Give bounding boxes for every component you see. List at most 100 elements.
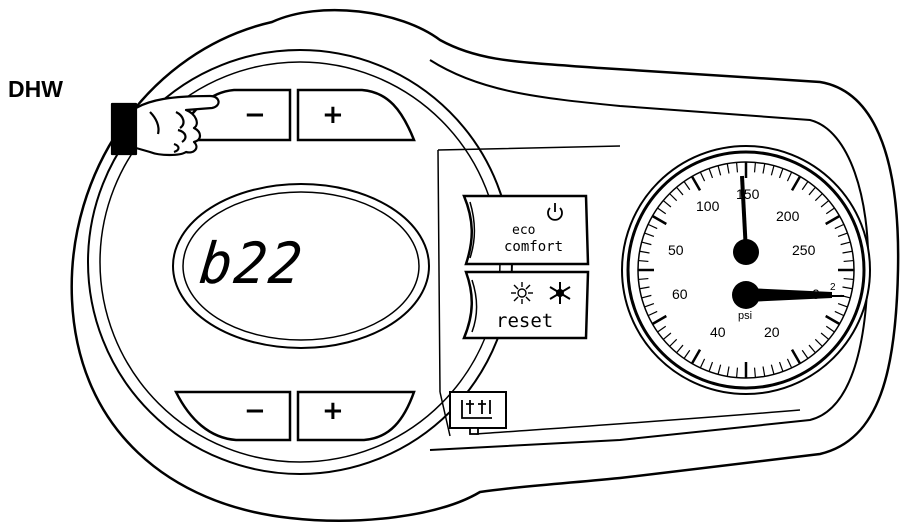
gauge-tick — [837, 302, 848, 308]
reset-button-bevel — [471, 279, 478, 333]
panel-inner-outline — [429, 59, 870, 451]
gauge-tick — [843, 259, 854, 263]
gauge-tick — [690, 175, 702, 191]
panel-lower-groove — [475, 409, 801, 435]
gauge-tick — [770, 165, 775, 176]
gauge-tick — [639, 286, 650, 290]
panel-outline — [70, 8, 900, 522]
lcd-display-outer — [172, 183, 430, 349]
gauge-tick — [641, 294, 652, 299]
gauge-tick — [644, 302, 655, 308]
gauge-tick — [699, 358, 706, 369]
gauge-tick — [820, 200, 830, 208]
gauge-tick — [683, 349, 691, 359]
gauge-tick — [834, 310, 845, 317]
gauge-tick — [786, 358, 793, 369]
dhw-minus-label: − — [244, 100, 266, 130]
eco-comfort-button-bevel — [469, 201, 476, 259]
pointing-hand-icon — [110, 94, 220, 157]
eco-label: eco — [512, 223, 536, 238]
heating-minus-button[interactable] — [173, 390, 292, 442]
gauge-tick — [790, 175, 802, 191]
gauge-tick — [651, 314, 667, 326]
gauge-tick — [825, 325, 835, 333]
gauge-tick — [770, 364, 775, 375]
gauge-tick — [638, 259, 649, 263]
snowflake-icon — [549, 282, 571, 304]
gauge-ticks — [638, 162, 854, 378]
gauge-tick — [820, 332, 830, 340]
gauge-tick — [726, 163, 730, 174]
gauge-tick — [669, 193, 678, 202]
gauge-tick — [676, 186, 684, 196]
gauge-tick — [762, 163, 766, 174]
gauge-tick — [647, 310, 658, 317]
gauge-tick — [699, 171, 706, 182]
comfort-label: comfort — [504, 239, 564, 255]
gauge-tick — [647, 223, 658, 230]
gauge-tick — [843, 277, 854, 281]
dhw-label: DHW — [8, 76, 63, 102]
gauge-label-100: 100 — [696, 198, 720, 214]
power-icon — [547, 203, 563, 221]
gauge-tick — [790, 349, 802, 365]
gauge-tick — [657, 207, 667, 215]
gauge-tick — [837, 232, 848, 238]
gauge-tick — [657, 325, 667, 333]
reset-button[interactable] — [462, 270, 590, 340]
pressure-gauge — [621, 145, 871, 395]
gauge-label-20: 20 — [764, 324, 780, 340]
gauge-tick — [644, 232, 655, 238]
gauge-label-150: 150 — [736, 186, 760, 202]
gauge-tick — [786, 171, 793, 182]
gauge-tick — [825, 214, 841, 226]
gauge-label-200: 200 — [776, 208, 800, 224]
temperature-needle-hub — [733, 239, 759, 265]
gauge-tick — [762, 366, 766, 377]
panel-divider-line — [437, 145, 621, 437]
gauge-tick — [834, 223, 845, 230]
gauge-unit-psi: psi — [738, 310, 753, 322]
gauge-label-50: 50 — [668, 242, 684, 258]
eco-comfort-button[interactable] — [462, 194, 590, 266]
gauge-tick — [638, 277, 649, 281]
gauge-label-60: 60 — [672, 286, 688, 302]
gauge-tick — [778, 361, 784, 372]
sun-icon — [511, 282, 533, 304]
gauge-tick — [651, 214, 667, 226]
gauge-tick — [662, 200, 672, 208]
gauge-tick — [825, 314, 841, 326]
pressure-needle — [746, 288, 832, 302]
gauge-tick — [842, 250, 853, 254]
gauge-tick — [717, 364, 722, 375]
gauge-label-250: 250 — [792, 242, 816, 258]
gauge-tick — [801, 349, 809, 359]
gauge-tick — [753, 162, 757, 173]
gauge-tick — [801, 181, 809, 191]
gauge-tick — [726, 366, 730, 377]
gauge-tick — [641, 241, 652, 246]
gauge-tick — [708, 168, 714, 179]
lcd-display-inner — [182, 191, 420, 341]
gauge-tick — [717, 165, 722, 176]
reset-label: reset — [496, 310, 554, 332]
gauge-tick — [690, 349, 702, 365]
gauge-tick — [683, 181, 691, 191]
gauge-tick — [840, 241, 851, 246]
gauge-tick — [842, 286, 853, 290]
gauge-tick — [808, 344, 816, 354]
dhw-indicator-box — [449, 391, 507, 429]
gauge-tick — [825, 207, 835, 215]
gauge-tick — [639, 250, 650, 254]
gauge-tick — [814, 193, 823, 202]
dhw-plus-button[interactable] — [296, 88, 416, 142]
gauge-tick — [814, 338, 823, 347]
pressure-needle-hub — [732, 281, 760, 309]
gauge-tick — [669, 338, 678, 347]
heating-plus-button[interactable] — [296, 390, 416, 442]
gauge-label-40: 40 — [710, 324, 726, 340]
gauge-tick — [662, 332, 672, 340]
heating-plus-label: + — [322, 396, 344, 426]
gauge-tick — [708, 361, 714, 372]
